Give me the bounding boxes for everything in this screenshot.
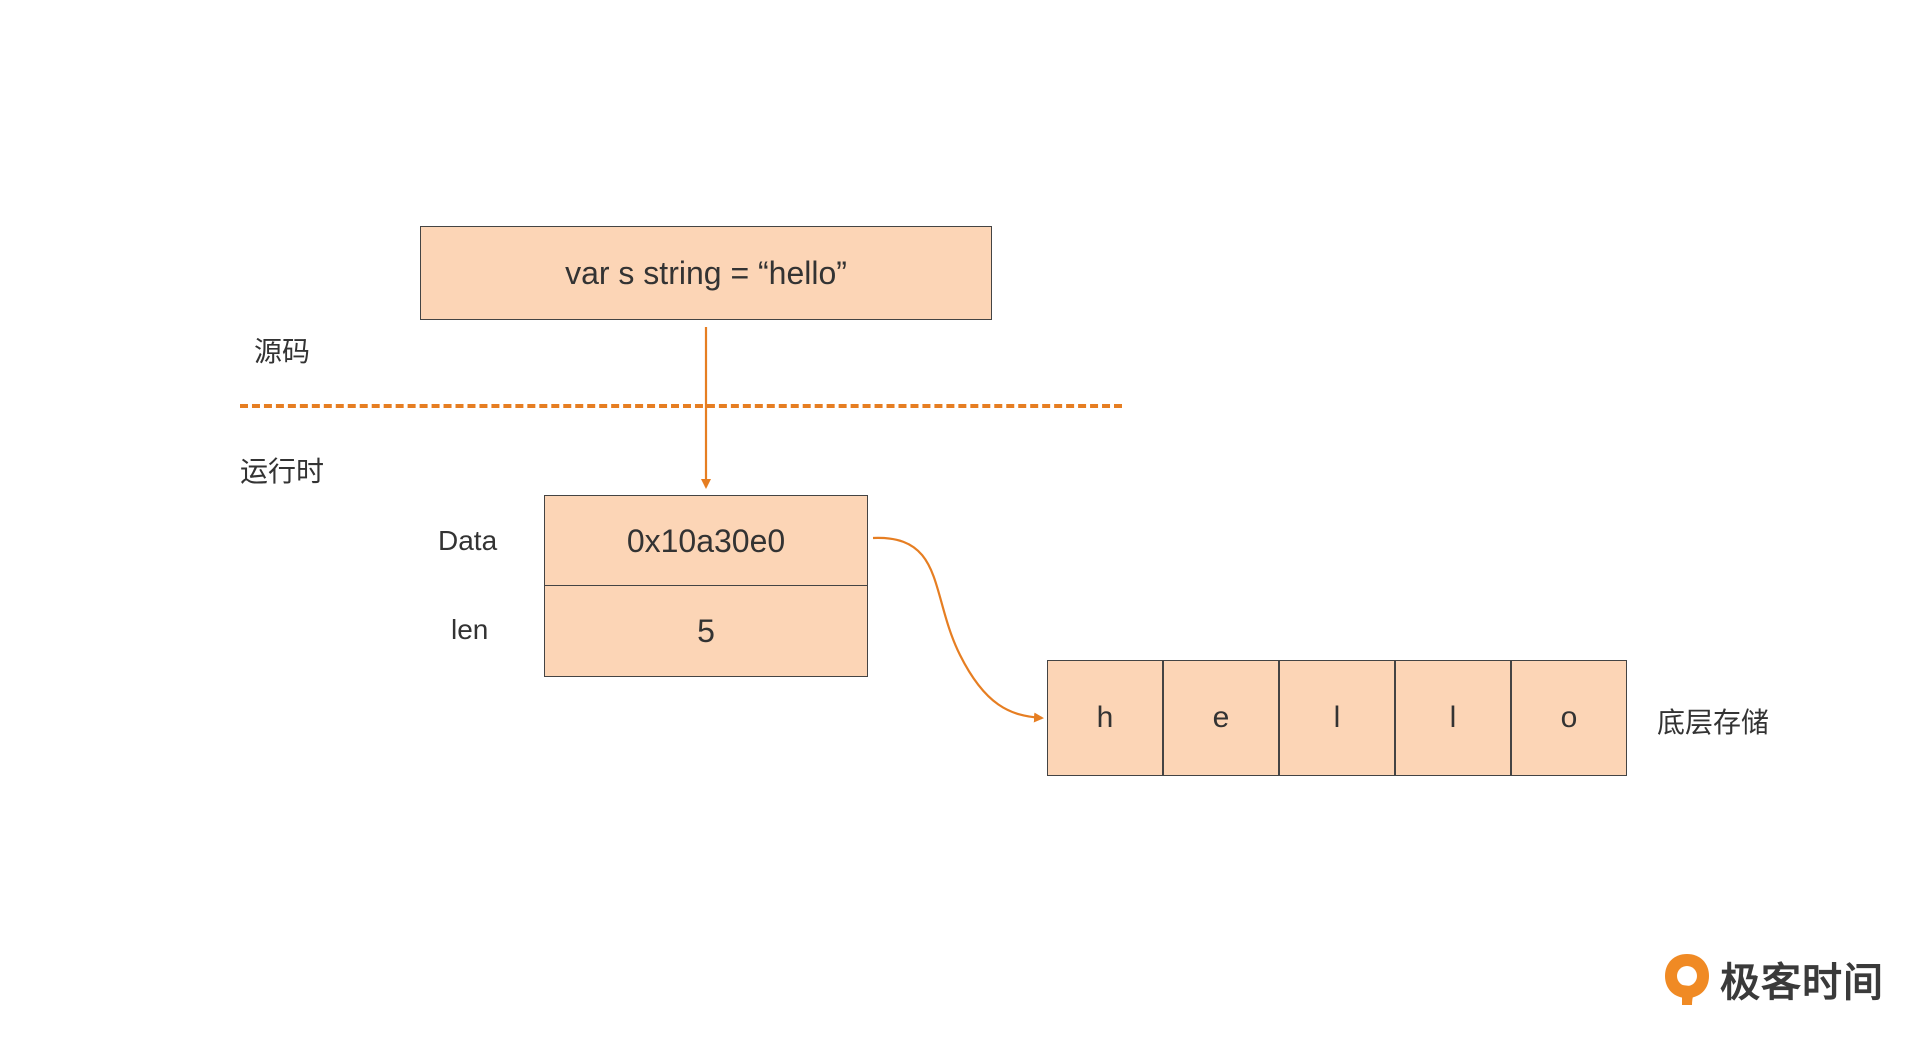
field-value-data-box: 0x10a30e0	[544, 495, 868, 587]
storage-byte: o	[1560, 701, 1578, 734]
storage-byte: e	[1212, 701, 1230, 734]
storage-cell-3: l	[1395, 660, 1511, 776]
storage-byte: l	[1449, 701, 1457, 734]
source-code-box: var s string = “hello”	[420, 226, 992, 320]
storage-cell-4: o	[1511, 660, 1627, 776]
runtime-section-label: 运行时	[240, 456, 325, 487]
field-value-data: 0x10a30e0	[626, 522, 786, 559]
storage-cell-1: e	[1163, 660, 1279, 776]
source-section-label: 源码	[254, 336, 311, 367]
geektime-logo-icon	[1665, 954, 1709, 1005]
storage-cell-2: l	[1279, 660, 1395, 776]
field-value-len-box: 5	[544, 585, 868, 677]
source-code-text: var s string = “hello”	[565, 254, 847, 291]
data-pointer-arrow	[872, 536, 1044, 723]
field-name-len: len	[451, 614, 489, 645]
storage-byte: h	[1096, 701, 1114, 734]
compile-runtime-divider	[240, 404, 1122, 408]
brand-logo: 极客时间	[1662, 950, 1884, 1008]
storage-label: 底层存储	[1657, 707, 1770, 738]
storage-array: h e l l o	[1047, 660, 1627, 776]
storage-cell-0: h	[1047, 660, 1163, 776]
field-value-len: 5	[697, 612, 715, 649]
storage-byte: l	[1333, 701, 1341, 734]
field-name-data: Data	[438, 525, 498, 556]
brand-name: 极客时间	[1720, 961, 1884, 1005]
